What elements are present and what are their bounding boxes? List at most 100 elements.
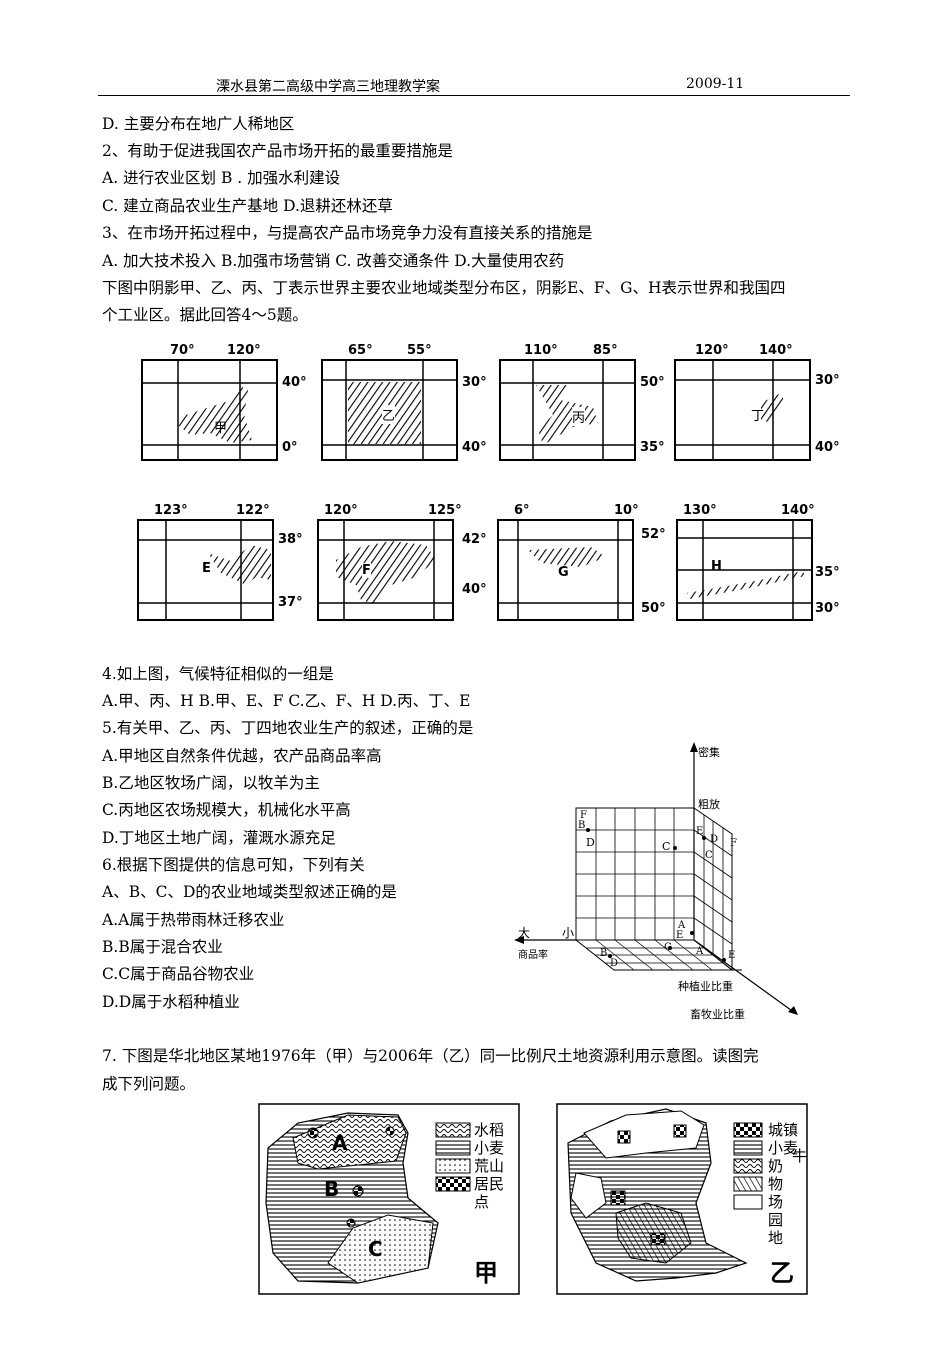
map-top-label: 110° — [524, 343, 558, 358]
map-side-label: 40° — [462, 582, 487, 597]
map-title-yi: 乙 — [770, 1258, 794, 1287]
point-label: D — [586, 836, 595, 849]
question-text: B.B属于混合农业 — [102, 938, 223, 956]
agri-3d-diagram: 密集 粗放 大 小 商品率 种植业比重 畜牧业比重 F B D C E D C … — [510, 738, 810, 1028]
point-label: E — [696, 826, 704, 837]
map-area-label: G — [558, 565, 569, 580]
question-text: 7. 下图是华北地区某地1976年（甲）与2006年（乙）同一比例尺土地资源利用… — [102, 1047, 759, 1065]
map-side-label: 35° — [640, 440, 665, 455]
question-text: B.乙地区牧场广阔，以牧羊为主 — [102, 774, 320, 792]
point-label: A — [696, 946, 704, 957]
text-line: 个工业区。据此回答4～5题。 — [102, 306, 308, 324]
point-label: F — [730, 838, 737, 849]
question-text: C.丙地区农场规模大，机械化水平高 — [102, 801, 351, 819]
map-area-label: 丙 — [572, 407, 586, 426]
map-top-label: 85° — [593, 343, 618, 358]
question-text: A、B、C、D的农业地域类型叙述正确的是 — [102, 883, 397, 901]
point-label: D — [610, 958, 619, 969]
map-top-label: 120° — [324, 503, 358, 518]
legend-label: 小麦 — [474, 1139, 505, 1157]
area-label-c: C — [368, 1237, 383, 1261]
question-text: D.D属于水稻种植业 — [102, 993, 240, 1011]
map-top-label: 120° — [227, 343, 261, 358]
map-area-label: H — [711, 559, 722, 574]
point-label: C — [664, 942, 672, 953]
map-jia-region: 70° 120° 40° 0° 甲 — [140, 343, 320, 470]
legend-label: 小麦 — [768, 1139, 799, 1157]
question-text: 成下列问题。 — [102, 1075, 196, 1093]
map-title-jia: 甲 — [474, 1258, 498, 1287]
map-f-region: 120° 125° 42° 40° F — [316, 503, 496, 630]
point-label: C — [662, 840, 671, 853]
point-label: B — [600, 948, 608, 959]
legend-label: 水稻 — [474, 1121, 505, 1139]
map-side-label: 30° — [815, 601, 840, 616]
map-ding-region: 120° 140° 30° 40° 丁 — [673, 343, 853, 470]
axis-label-commodity: 商品率 — [518, 950, 548, 961]
map-yi-region: 65° 55° 30° 40° 乙 — [320, 343, 500, 470]
legend-label: 地 — [768, 1229, 784, 1247]
question-text: 4.如上图，气候特征相似的一组是 — [102, 665, 334, 683]
map-area-label: E — [202, 561, 211, 576]
legend-label: 园 — [768, 1211, 784, 1229]
map-side-label: 40° — [462, 440, 487, 455]
legend-label: 城镇 — [768, 1121, 799, 1139]
map-side-label: 42° — [462, 532, 487, 547]
map-side-label: 50° — [640, 375, 665, 390]
map-top-label: 70° — [170, 343, 195, 358]
map-side-label: 40° — [815, 440, 840, 455]
point-label: B — [578, 820, 586, 831]
map-area-label: 乙 — [382, 405, 396, 424]
map-top-label: 55° — [407, 343, 432, 358]
point-label: D — [710, 834, 719, 845]
map-top-label: 6° — [514, 503, 530, 518]
axis-label-dense: 密集 — [698, 746, 720, 759]
question-text: D.丁地区土地广阔，灌溉水源充足 — [102, 829, 336, 847]
header-date: 2009-11 — [686, 76, 745, 92]
map-e-region: 123° 122° 38° 37° E — [136, 503, 316, 630]
text-line: 3、在市场开拓过程中，与提高农产品市场竞争力没有直接关系的措施是 — [102, 224, 593, 242]
map-area-label: 丁 — [751, 409, 765, 424]
map-top-label: 123° — [154, 503, 188, 518]
text-line: 2、有助于促进我国农产品市场开拓的最重要措施是 — [102, 142, 453, 160]
map-top-label: 130° — [683, 503, 717, 518]
map-top-label: 10° — [614, 503, 639, 518]
text-line: A. 加大技术投入 B.加强市场营销 C. 改善交通条件 D.大量使用农药 — [102, 252, 565, 270]
text-line: C. 建立商品农业生产基地 D.退耕还林还草 — [102, 197, 393, 215]
map-side-label: 30° — [462, 375, 487, 390]
map-g-region: 6° 10° 52° 50° G — [496, 503, 676, 630]
map-top-label: 140° — [759, 343, 793, 358]
map-side-label: 38° — [278, 532, 303, 547]
map-area-label: 甲 — [214, 421, 228, 436]
axis-label-livestock: 畜牧业比重 — [690, 1008, 745, 1021]
text-line: 下图中阴影甲、乙、丙、丁表示世界主要农业地域类型分布区，阴影E、F、G、H表示世… — [102, 279, 786, 297]
map-area-label: F — [362, 563, 371, 578]
point-label: E — [728, 950, 736, 961]
legend-label: 点 — [474, 1193, 490, 1211]
question-text: 6.根据下图提供的信息可知，下列有关 — [102, 856, 365, 874]
axis-label-big: 大 — [518, 926, 531, 940]
header-title: 溧水县第二高级中学高三地理教学案 — [216, 79, 440, 95]
legend-label: 奶 — [768, 1157, 784, 1175]
map-side-label: 0° — [282, 440, 298, 455]
legend-label: 荒山 — [474, 1157, 505, 1175]
area-label-b: B — [324, 1177, 340, 1201]
map-top-label: 120° — [695, 343, 729, 358]
question-text: 5.有关甲、乙、丙、丁四地农业生产的叙述，正确的是 — [102, 719, 474, 737]
legend-label: 场 — [768, 1193, 784, 1211]
land-use-map-2006: 城镇 小麦 牛 奶 物 场 园 地 乙 — [556, 1103, 808, 1295]
text-line: D. 主要分布在地广人稀地区 — [102, 115, 295, 133]
point-label: A — [678, 920, 686, 931]
map-top-label: 140° — [781, 503, 815, 518]
point-label: E — [676, 930, 684, 941]
axis-label-extensive: 粗放 — [698, 798, 720, 811]
map-side-label: 40° — [282, 375, 307, 390]
question-text: A.甲地区自然条件优越，农产品商品率高 — [102, 747, 382, 765]
land-use-map-1976: A B C 水稻 小麦 荒山 居民 点 甲 — [258, 1103, 520, 1295]
point-label: C — [705, 850, 713, 861]
axis-label-crop: 种植业比重 — [678, 980, 733, 993]
axis-label-small: 小 — [562, 926, 575, 940]
question-text: A.A属于热带雨林迁移农业 — [102, 911, 285, 929]
area-label-a: A — [332, 1131, 348, 1155]
question-text: C.C属于商品谷物农业 — [102, 965, 255, 983]
